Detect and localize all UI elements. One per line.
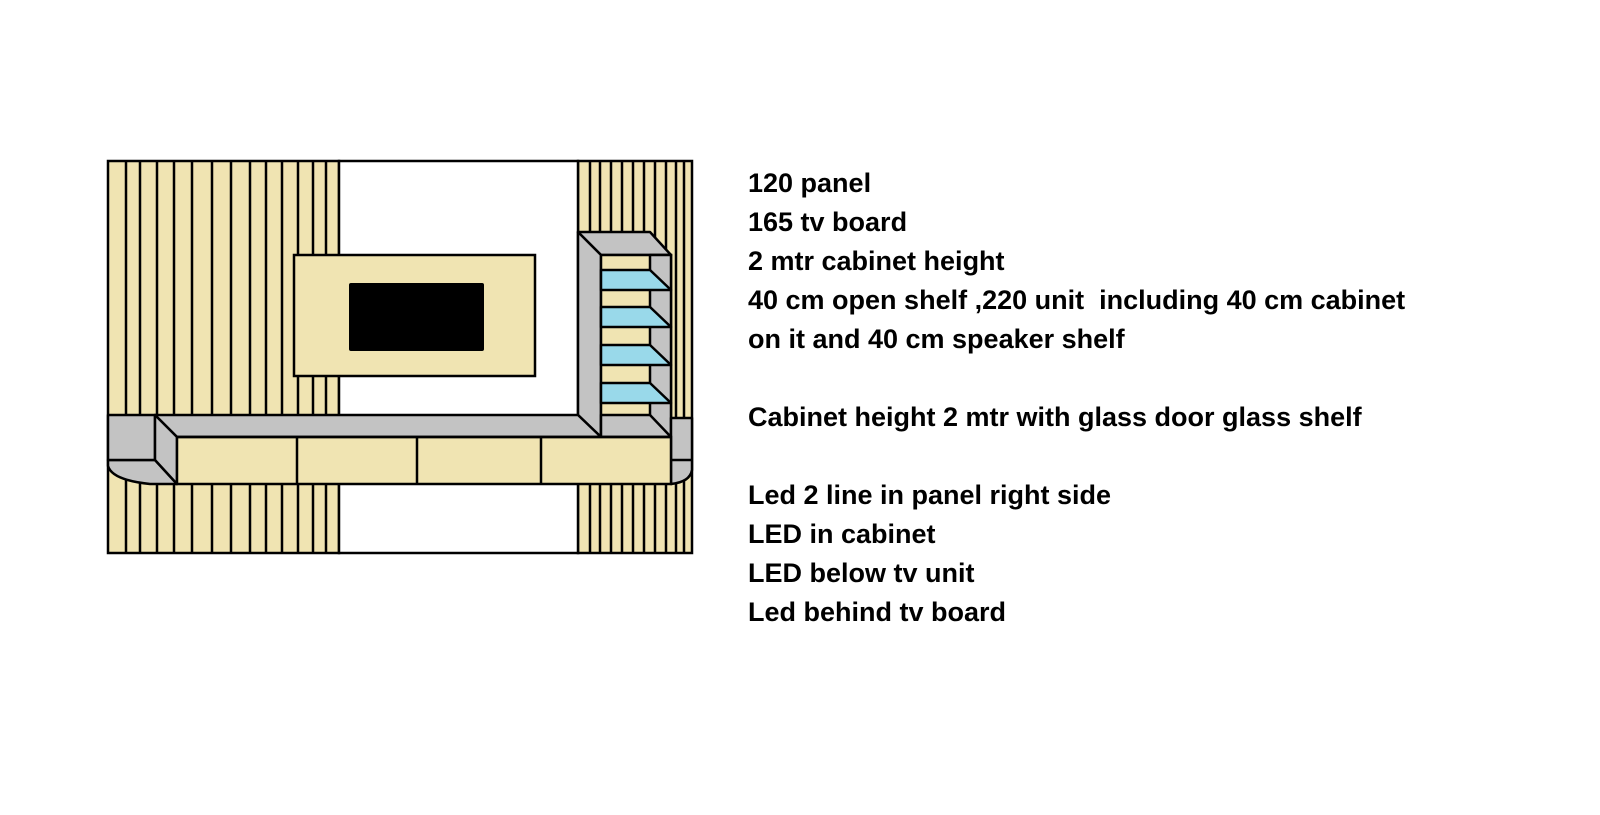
- glass-shelf: [599, 381, 673, 405]
- specification-notes: 120 panel 165 tv board 2 mtr cabinet hei…: [748, 164, 1405, 632]
- note-line: Led 2 line in panel right side: [748, 480, 1112, 510]
- note-line: Cabinet height 2 mtr with glass door gla…: [748, 402, 1362, 432]
- note-line: 120 panel: [748, 168, 872, 198]
- note-line: on it and 40 cm speaker shelf: [748, 324, 1125, 354]
- note-line: LED below tv unit: [748, 558, 975, 588]
- tv-board: [292, 253, 537, 378]
- note-line: 40 cm open shelf ,220 unit including 40 …: [748, 285, 1406, 315]
- glass-shelf: [599, 305, 673, 329]
- tv-screen: [349, 283, 484, 351]
- glass-shelf: [599, 268, 673, 292]
- note-line: 165 tv board: [748, 207, 908, 237]
- note-line: 2 mtr cabinet height: [748, 246, 1005, 276]
- note-spacer: [748, 437, 1405, 476]
- glass-shelf-cabinet: [576, 230, 673, 439]
- tv-console: [106, 413, 694, 486]
- note-spacer: [748, 359, 1405, 398]
- glass-shelf: [599, 343, 673, 367]
- note-line: LED in cabinet: [748, 519, 936, 549]
- note-line: Led behind tv board: [748, 597, 1007, 627]
